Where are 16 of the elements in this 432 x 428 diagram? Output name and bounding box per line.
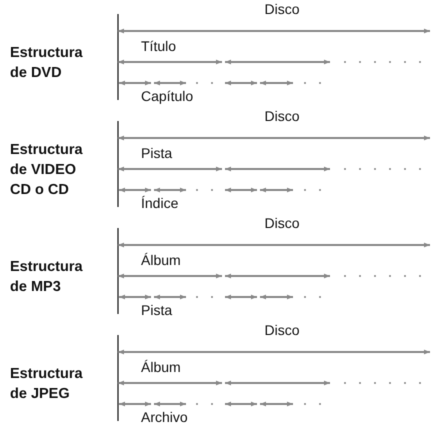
section-heading: Estructura de MP3 (10, 258, 84, 297)
span-label: Álbum (141, 252, 181, 268)
span-label: Pista (141, 302, 172, 318)
span-label: Capítulo (141, 88, 194, 104)
span-label: Disco (264, 322, 300, 338)
span-label: Archivo (141, 409, 188, 425)
span-label: Disco (264, 1, 300, 17)
span-label: Pista (141, 145, 172, 161)
span-label: Disco (264, 108, 300, 124)
section-heading: Estructura de VIDEO CD o CD (10, 141, 84, 200)
span-label: Álbum (141, 359, 181, 375)
span-label: Título (141, 38, 176, 54)
section-heading: Estructura de JPEG (10, 365, 84, 404)
section-heading: Estructura de DVD (10, 44, 84, 83)
span-label: Disco (264, 215, 300, 231)
span-label: Índice (141, 195, 178, 211)
